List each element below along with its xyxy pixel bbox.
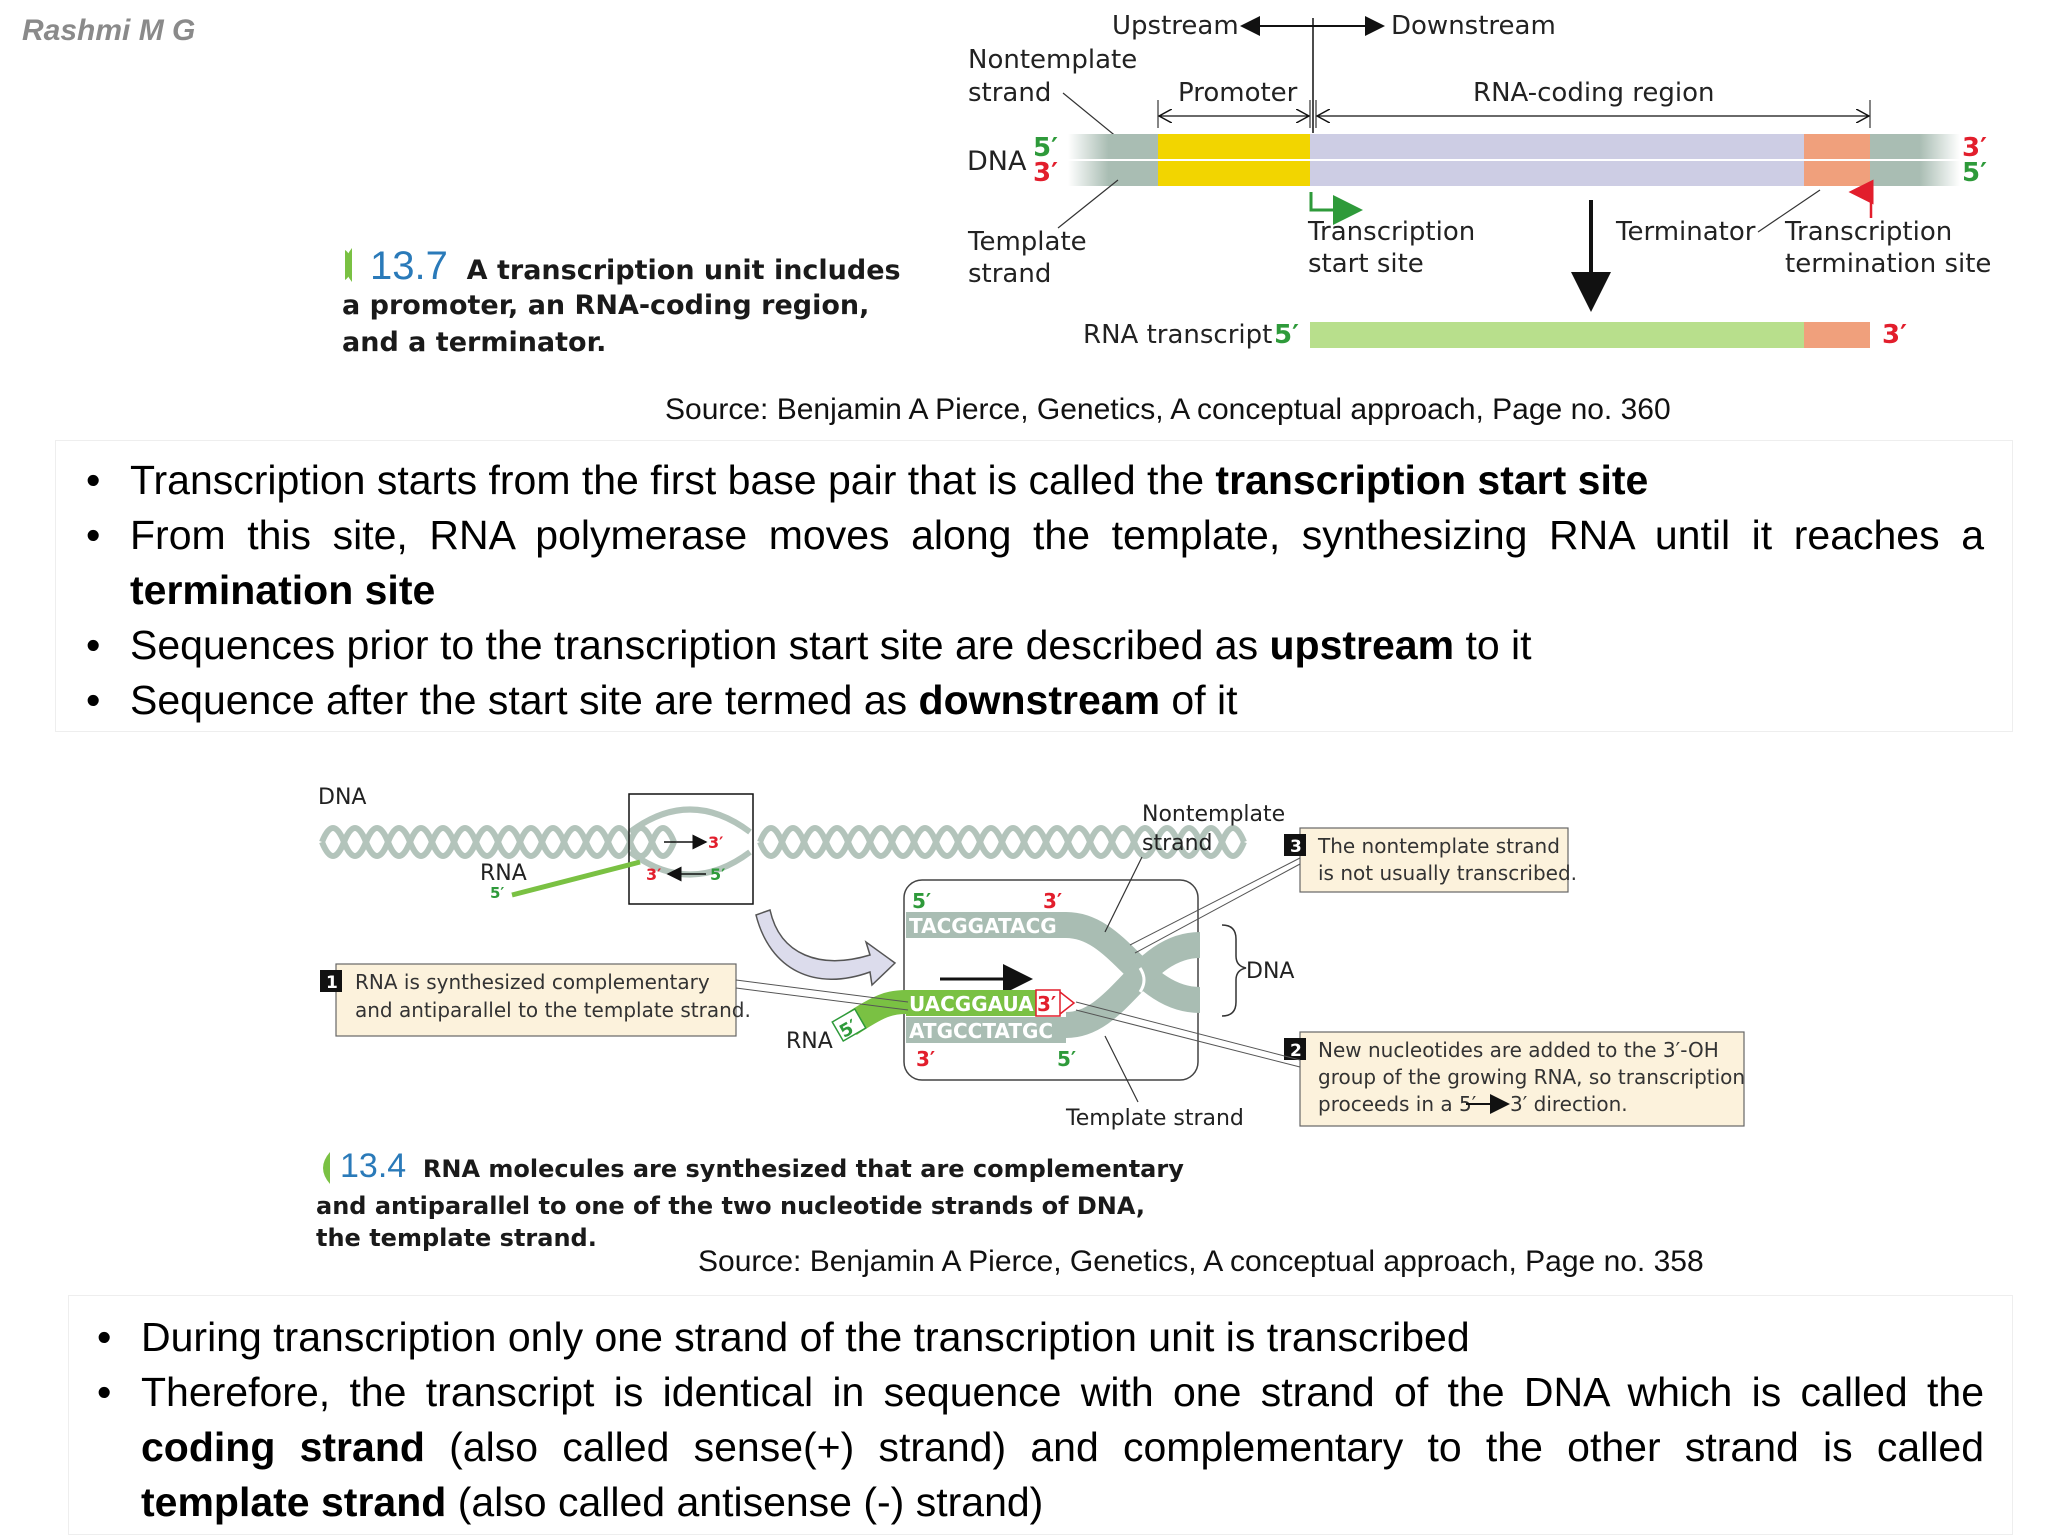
svg-text:3: 3: [1290, 837, 1302, 857]
author-name: Rashmi M G: [22, 14, 196, 47]
dna-right-5prime: 5′: [1962, 158, 1987, 188]
rna-transcript-label: RNA transcript: [1083, 320, 1272, 350]
nontemplate-label-1: Nontemplate: [968, 45, 1137, 75]
detail-bottom-3prime: 3′: [916, 1047, 935, 1071]
svg-text:is not usually transcribed.: is not usually transcribed.: [1318, 861, 1577, 885]
tts-label-1: Transcription: [1784, 217, 1952, 247]
rna-transcript-coding: [1310, 322, 1804, 348]
caption2-leaf-icon: [323, 1152, 330, 1184]
zoom-3prime-top: 3′: [708, 833, 723, 852]
downstream-label: Downstream: [1391, 11, 1556, 41]
zoom-3prime-bottom: 3′: [646, 865, 661, 884]
zoom-5prime: 5′: [710, 865, 725, 884]
nontemplate-strand-curve: [1064, 912, 1201, 1013]
svg-text:3′ direction.: 3′ direction.: [1510, 1092, 1628, 1116]
bullet-5: During transcription only one strand of …: [79, 1310, 1984, 1365]
callout-2: 2 New nucleotides are added to the 3′-OH…: [1075, 1001, 1745, 1127]
dna-left-5prime: 5′: [1033, 133, 1058, 163]
rna-3prime-end: 3′: [1037, 992, 1056, 1016]
fig2-nontemplate-2: strand: [1142, 831, 1213, 856]
top-sequence: TACGGATACG: [909, 914, 1057, 938]
fig2-caption-text1: RNA molecules are synthesized that are c…: [422, 1155, 1184, 1183]
detail-top-5prime: 5′: [912, 889, 931, 913]
nontemplate-pointer: [1062, 92, 1119, 139]
start-site-arrow: [1309, 192, 1363, 225]
caption-leaf-icon: [345, 248, 352, 282]
template-label-1: Template: [967, 227, 1087, 257]
helix-rna-label: RNA: [480, 861, 527, 886]
fig1-caption-text1: A transcription unit includes: [466, 255, 901, 286]
dna-left-3prime: 3′: [1033, 158, 1058, 188]
svg-text:1: 1: [326, 973, 338, 993]
template-strand-curve: [1064, 932, 1201, 1038]
svg-text:RNA is synthesized complementa: RNA is synthesized complementary: [355, 970, 710, 994]
promoter-label: Promoter: [1178, 78, 1298, 108]
helix-rna-strand: [511, 859, 641, 898]
bullet-4: Sequence after the start site are termed…: [68, 673, 1984, 728]
nontemplate-label-2: strand: [968, 78, 1051, 108]
detail-dna-label: DNA: [1246, 959, 1294, 984]
fig2-nontemplate-1: Nontemplate: [1142, 802, 1285, 827]
terminator-label: Terminator: [1615, 217, 1756, 247]
rna-sequence: UACGGAUA: [909, 992, 1034, 1016]
rna-transcript-5prime: 5′: [1274, 320, 1299, 350]
svg-text:group of the growing RNA, so t: group of the growing RNA, so transcripti…: [1318, 1065, 1745, 1089]
fig2-caption-line2: and antiparallel to one of the two nucle…: [316, 1192, 1146, 1220]
fig2-caption-line1: 13.4 RNA molecules are synthesized that …: [340, 1147, 1184, 1186]
fig2-caption-number: 13.4: [340, 1147, 407, 1185]
template-strand-bar: [906, 1017, 1066, 1043]
svg-text:New nucleotides are added to t: New nucleotides are added to the 3′-OH: [1318, 1038, 1719, 1062]
zoom-arrow: [755, 909, 897, 987]
template-strand-figure: DNA 3′ 3′ 5′ RNA 5′ 5′ 3′ TACGGATACG UAC…: [318, 785, 1745, 1184]
svg-text:proceeds in a 5′: proceeds in a 5′: [1318, 1092, 1477, 1116]
zoom-box: [628, 793, 754, 905]
fig1-caption-line3: and a terminator.: [342, 327, 607, 358]
source-2: Source: Benjamin A Pierce, Genetics, A c…: [698, 1245, 1704, 1278]
dna-bar: [1068, 134, 1960, 186]
rna-transcript-3prime: 3′: [1882, 320, 1907, 350]
detail-rna-label: RNA: [786, 1029, 833, 1054]
detail-top-3prime: 3′: [1043, 889, 1062, 913]
bullets-lower: During transcription only one strand of …: [68, 1295, 2013, 1535]
coding-region-label: RNA-coding region: [1473, 78, 1715, 108]
dna-helix: [319, 806, 1247, 878]
svg-text:2: 2: [1290, 1041, 1302, 1061]
transcription-unit-figure: Upstream Downstream Nontemplate strand P…: [345, 11, 1991, 350]
rna-strand-bar: [906, 990, 1036, 1016]
fig1-caption-number: 13.7: [370, 244, 448, 288]
helix-dna-label: DNA: [318, 785, 366, 810]
helix-rna-5prime: 5′: [490, 884, 504, 902]
callout-3: 3 The nontemplate strand is not usually …: [1129, 827, 1577, 954]
svg-text:and antiparallel to the templa: and antiparallel to the template strand.: [355, 998, 751, 1022]
fig2-template-strand: Template strand: [1065, 1106, 1244, 1131]
nontemplate-strand-bar: [906, 912, 1066, 938]
svg-text:The nontemplate strand: The nontemplate strand: [1317, 834, 1560, 858]
detail-bottom-5prime: 5′: [1057, 1047, 1076, 1071]
tts-label-2: termination site: [1785, 249, 1991, 279]
callout-1: 1 RNA is synthesized complementary and a…: [320, 963, 909, 1037]
bullet-6: Therefore, the transcript is identical i…: [79, 1365, 1984, 1530]
dna-label: DNA: [967, 146, 1027, 177]
fig1-caption-line1: 13.7 A transcription unit includes: [370, 244, 901, 289]
dna-right-3prime: 3′: [1962, 133, 1987, 163]
upstream-label: Upstream: [1112, 11, 1239, 41]
bullets-upper: Transcription starts from the first base…: [55, 440, 2013, 732]
dna-brace: [1221, 924, 1247, 1017]
template-pointer: [1057, 179, 1119, 229]
bullet-1: Transcription starts from the first base…: [68, 453, 1984, 508]
tss-label-2: start site: [1308, 249, 1424, 279]
detail-box: [903, 879, 1199, 1081]
terminator-pointer: [1757, 189, 1821, 233]
rna-transcript-terminator: [1804, 322, 1870, 348]
source-1: Source: Benjamin A Pierce, Genetics, A c…: [665, 393, 1671, 426]
fig1-caption-line2: a promoter, an RNA-coding region,: [342, 290, 870, 321]
template-label-2: strand: [968, 259, 1051, 289]
tss-label-1: Transcription: [1307, 217, 1475, 247]
bullet-2: From this site, RNA polymerase moves alo…: [68, 508, 1984, 618]
bottom-sequence: ATGCCTATGC: [909, 1019, 1053, 1043]
fig2-caption-line3: the template strand.: [316, 1224, 597, 1252]
bullet-3: Sequences prior to the transcription sta…: [68, 618, 1984, 673]
